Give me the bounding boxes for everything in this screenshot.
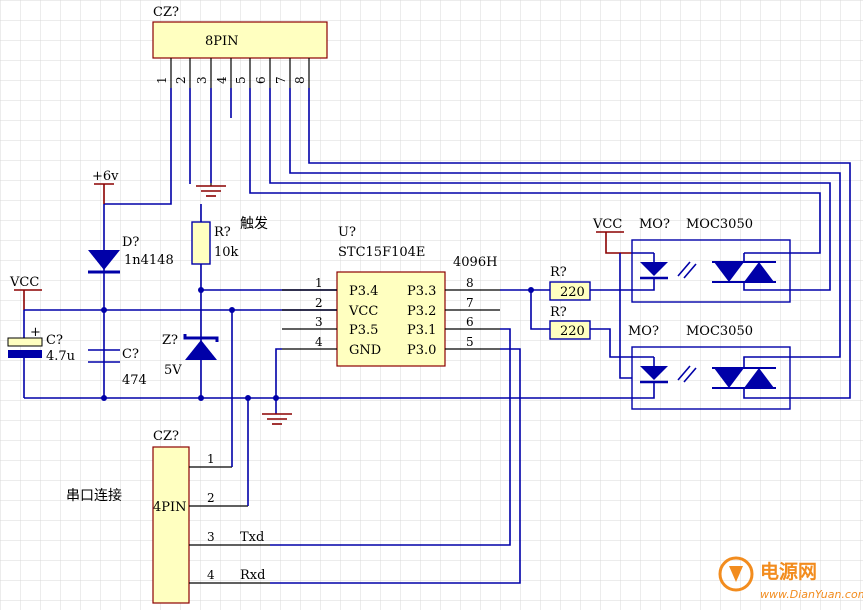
- opto2-body: [631, 346, 791, 410]
- header-pin-number: 8: [293, 76, 307, 84]
- header-pin-number: 1: [155, 76, 169, 84]
- mcu-right-pins: [445, 289, 500, 350]
- serial-pin-number: 2: [207, 491, 215, 505]
- r220-wires: [590, 289, 632, 358]
- zener-designator: Z?: [162, 333, 178, 348]
- mcu-pin-name-right: P3.2: [407, 304, 436, 319]
- opto1-led: [632, 252, 697, 291]
- watermark-logo: 电源网 www.DianYuan.com: [718, 556, 863, 601]
- p33-wires: [500, 289, 550, 330]
- header-8pin-label: 8PIN: [205, 34, 239, 49]
- serial-wires: [231, 310, 521, 584]
- serial-4pin-label: 4PIN: [153, 500, 187, 515]
- header-pin-stubs: [170, 58, 310, 88]
- serial-pin-number: 4: [207, 568, 215, 582]
- r220-1-body: [549, 281, 591, 301]
- r220-2-value: 220: [560, 324, 585, 339]
- mcu-pin-num-right: 7: [466, 296, 474, 310]
- diode-designator: D?: [122, 235, 139, 250]
- cap-electrolytic-symbol: +: [7, 325, 43, 358]
- junction: [245, 395, 251, 401]
- opto2-designator: MO?: [628, 324, 659, 339]
- mcu-pin-num-right: 8: [466, 276, 474, 290]
- r10k-value: 10k: [214, 245, 239, 260]
- opto2-triac: [712, 356, 790, 399]
- vcc-opto-label: VCC: [592, 217, 622, 232]
- mcu-pin-name-left: VCC: [348, 304, 378, 319]
- serial-signal-txd: Txd: [240, 530, 264, 545]
- r220-1-value: 220: [560, 285, 585, 300]
- header-pin-number: 5: [234, 76, 248, 84]
- mcu-pin-name-left: P3.5: [349, 323, 378, 338]
- zener-value: 5V: [164, 363, 182, 378]
- cap-474-symbol: [88, 349, 120, 363]
- mcu-pin-num-right: 5: [466, 335, 474, 349]
- r220-2-body: [549, 320, 591, 340]
- opto2-part: MOC3050: [686, 324, 753, 339]
- header-wires: [104, 88, 851, 399]
- mcu-pin-num-left: 1: [315, 276, 323, 290]
- serial-pin-number: 1: [207, 452, 215, 466]
- opto1-body: [631, 239, 791, 303]
- header-pin-numbers: 1 2 3 4 5 6 7 8: [155, 76, 307, 84]
- diode-symbol: [88, 250, 120, 274]
- power-6v-symbol: [94, 183, 114, 204]
- mcu-pin-num-left: 4: [315, 335, 323, 349]
- diode-value: 1n4148: [124, 253, 174, 268]
- serial-4pin-body: [152, 446, 190, 604]
- mcu-alt: 4096H: [453, 255, 497, 270]
- header-designator: CZ?: [153, 5, 179, 20]
- mcu-pin-name-left: GND: [349, 343, 381, 358]
- header-pin-number: 4: [215, 76, 229, 84]
- mcu-pin-name-left: P3.4: [349, 284, 378, 299]
- watermark-site: www.DianYuan.com: [760, 588, 863, 601]
- vcc-left-symbol: [14, 289, 42, 310]
- cap2-designator: C?: [122, 347, 139, 362]
- mcu-pin-num-right: 6: [466, 315, 474, 329]
- serial-signal-rxd: Rxd: [240, 568, 265, 583]
- mcu-part: STC15F104E: [338, 245, 425, 260]
- trigger-label: 触发: [240, 216, 268, 232]
- mcu-designator: U?: [338, 225, 356, 240]
- header-pin-number: 2: [174, 76, 188, 84]
- cap1-value: 4.7u: [46, 349, 75, 364]
- junction: [273, 395, 279, 401]
- junction: [198, 395, 204, 401]
- serial-pin-number: 3: [207, 530, 215, 544]
- mcu-pin-name-right: P3.3: [407, 284, 436, 299]
- serial-pin-stubs: [189, 466, 270, 584]
- mcu-pin-num-left: 3: [315, 315, 323, 329]
- opto2-led: [632, 356, 697, 399]
- vcc-opto-symbol: [596, 231, 632, 379]
- watermark-brand: 电源网: [760, 560, 817, 583]
- power-6v-label: +6v: [92, 169, 119, 184]
- mcu-pin-name-right: P3.0: [407, 343, 436, 358]
- junction: [528, 287, 534, 293]
- serial-caption: 串口连接: [66, 487, 122, 504]
- header-pin-number: 6: [254, 76, 268, 84]
- ground-symbol: [196, 183, 226, 197]
- cap1-designator: C?: [46, 333, 63, 348]
- mcu-pin-num-left: 2: [315, 296, 323, 310]
- mcu-left-pins: [282, 289, 337, 350]
- svg-text:+: +: [30, 325, 41, 340]
- r10k-body: [191, 221, 211, 265]
- header-8pin-body: [152, 21, 328, 59]
- opto1-part: MOC3050: [686, 217, 753, 232]
- r220-2-designator: R?: [550, 305, 567, 320]
- mcu-body: [336, 271, 446, 367]
- mcu-pin-name-right: P3.1: [407, 323, 436, 338]
- r10k-designator: R?: [214, 225, 231, 240]
- header-pin-number: 7: [274, 76, 288, 84]
- r220-1-designator: R?: [550, 265, 567, 280]
- cap2-value: 474: [122, 373, 147, 388]
- zener-symbol: [183, 334, 219, 360]
- opto1-triac: [712, 252, 790, 291]
- header-pin-number: 3: [195, 76, 209, 84]
- serial-designator: CZ?: [153, 429, 179, 444]
- vcc-left-label: VCC: [9, 275, 39, 290]
- opto1-designator: MO?: [639, 217, 670, 232]
